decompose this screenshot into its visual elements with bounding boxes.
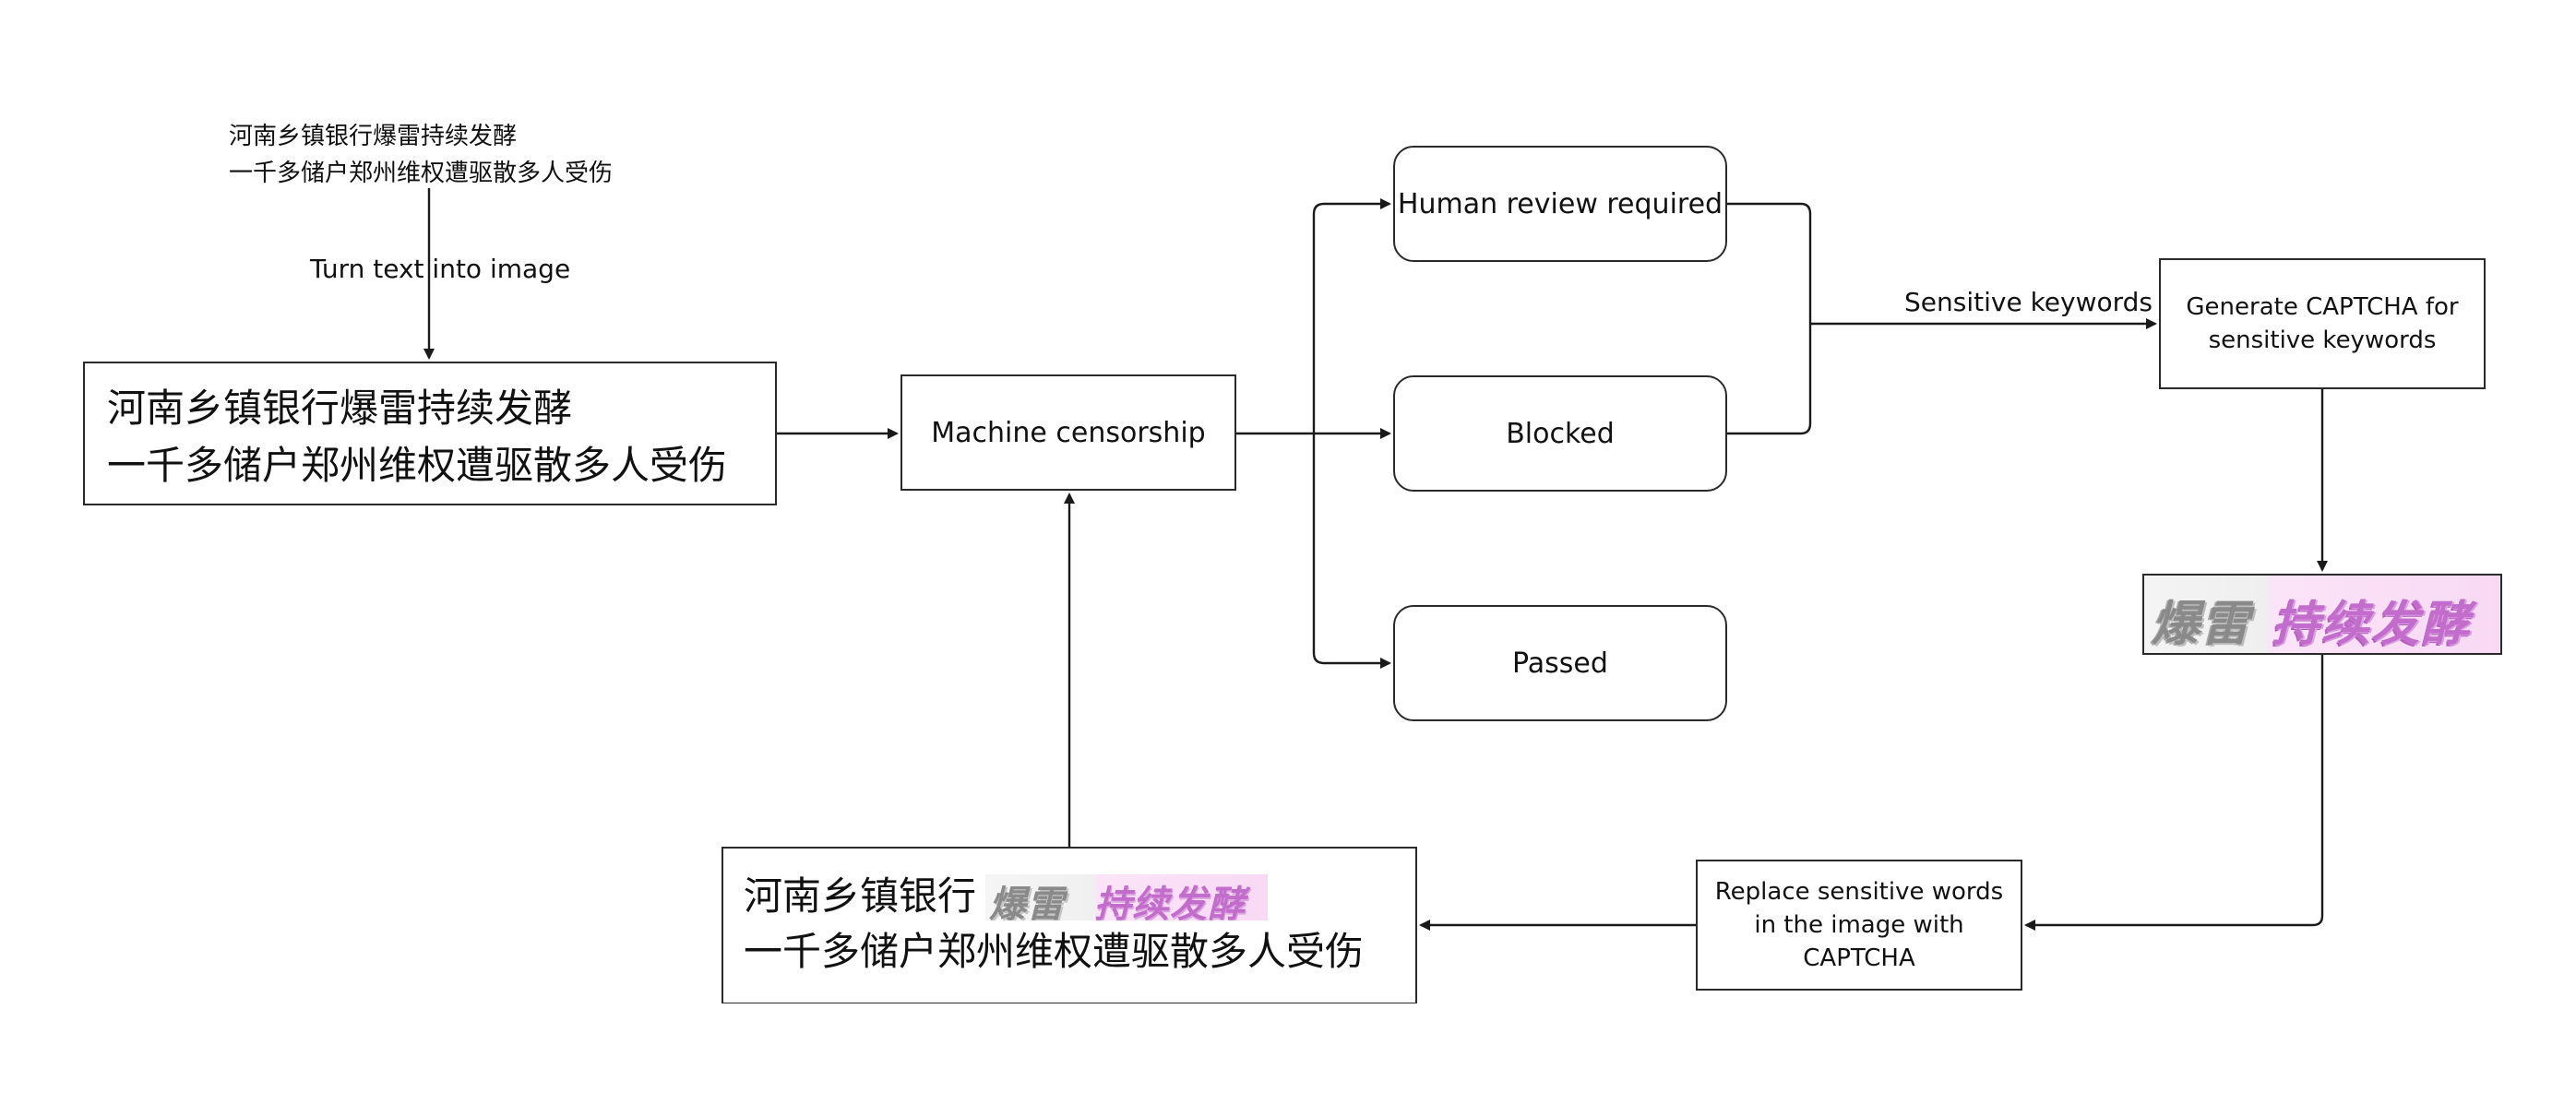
machine-censorship-box: Machine censorship <box>900 374 1236 491</box>
arrow-human-review-to-merge <box>1727 202 1812 325</box>
result-image-box: 河南乡镇银行 爆雷 持续发酵 一千多储户郑州维权遭驱散多人受伤 <box>722 847 1417 1003</box>
inline-captcha-part-1: 爆雷 <box>989 884 1065 920</box>
replace-sensitive-words-box: Replace sensitive words in the image wit… <box>1696 860 2022 991</box>
sensitive-keywords-label: Sensitive keywords <box>1904 287 2153 317</box>
human-review-required-box: Human review required <box>1393 146 1727 262</box>
captcha-image: 爆雷 持续发酵 <box>2142 574 2502 655</box>
source-text-line-2: 一千多储户郑州维权遭驱散多人受伤 <box>229 160 614 187</box>
captcha-part-2: 持续发酵 <box>2272 597 2472 652</box>
turn-text-into-image-label: Turn text into image <box>310 254 571 284</box>
arrow-captcha-image-to-replace <box>2024 655 2324 931</box>
blocked-box: Blocked <box>1393 375 1727 492</box>
inline-captcha-image: 爆雷 持续发酵 <box>985 874 1268 920</box>
arrow-blocked-to-merge <box>1727 325 1812 435</box>
result-image-line-1-prefix: 河南乡镇银行 <box>744 873 977 919</box>
inline-captcha-part-2: 持续发酵 <box>1094 884 1246 920</box>
captcha-part-1: 爆雷 <box>2152 597 2252 652</box>
text-image-box: 河南乡镇银行爆雷持续发酵 一千多储户郑州维权遭驱散多人受伤 <box>83 362 777 505</box>
source-text-line-1: 河南乡镇银行爆雷持续发酵 <box>229 123 518 150</box>
arrow-branch-to-passed <box>1312 433 1391 669</box>
arrow-branch-to-human-review <box>1312 198 1391 433</box>
source-text: 河南乡镇银行爆雷持续发酵 一千多储户郑州维权遭驱散多人受伤 <box>229 118 613 192</box>
text-image-line-2: 一千多储户郑州维权遭驱散多人受伤 <box>107 443 728 488</box>
passed-box: Passed <box>1393 605 1727 721</box>
result-image-line-2: 一千多储户郑州维权遭驱散多人受伤 <box>744 929 1365 974</box>
text-image-line-1: 河南乡镇银行爆雷持续发酵 <box>107 386 573 431</box>
generate-captcha-box: Generate CAPTCHA for sensitive keywords <box>2159 258 2486 389</box>
